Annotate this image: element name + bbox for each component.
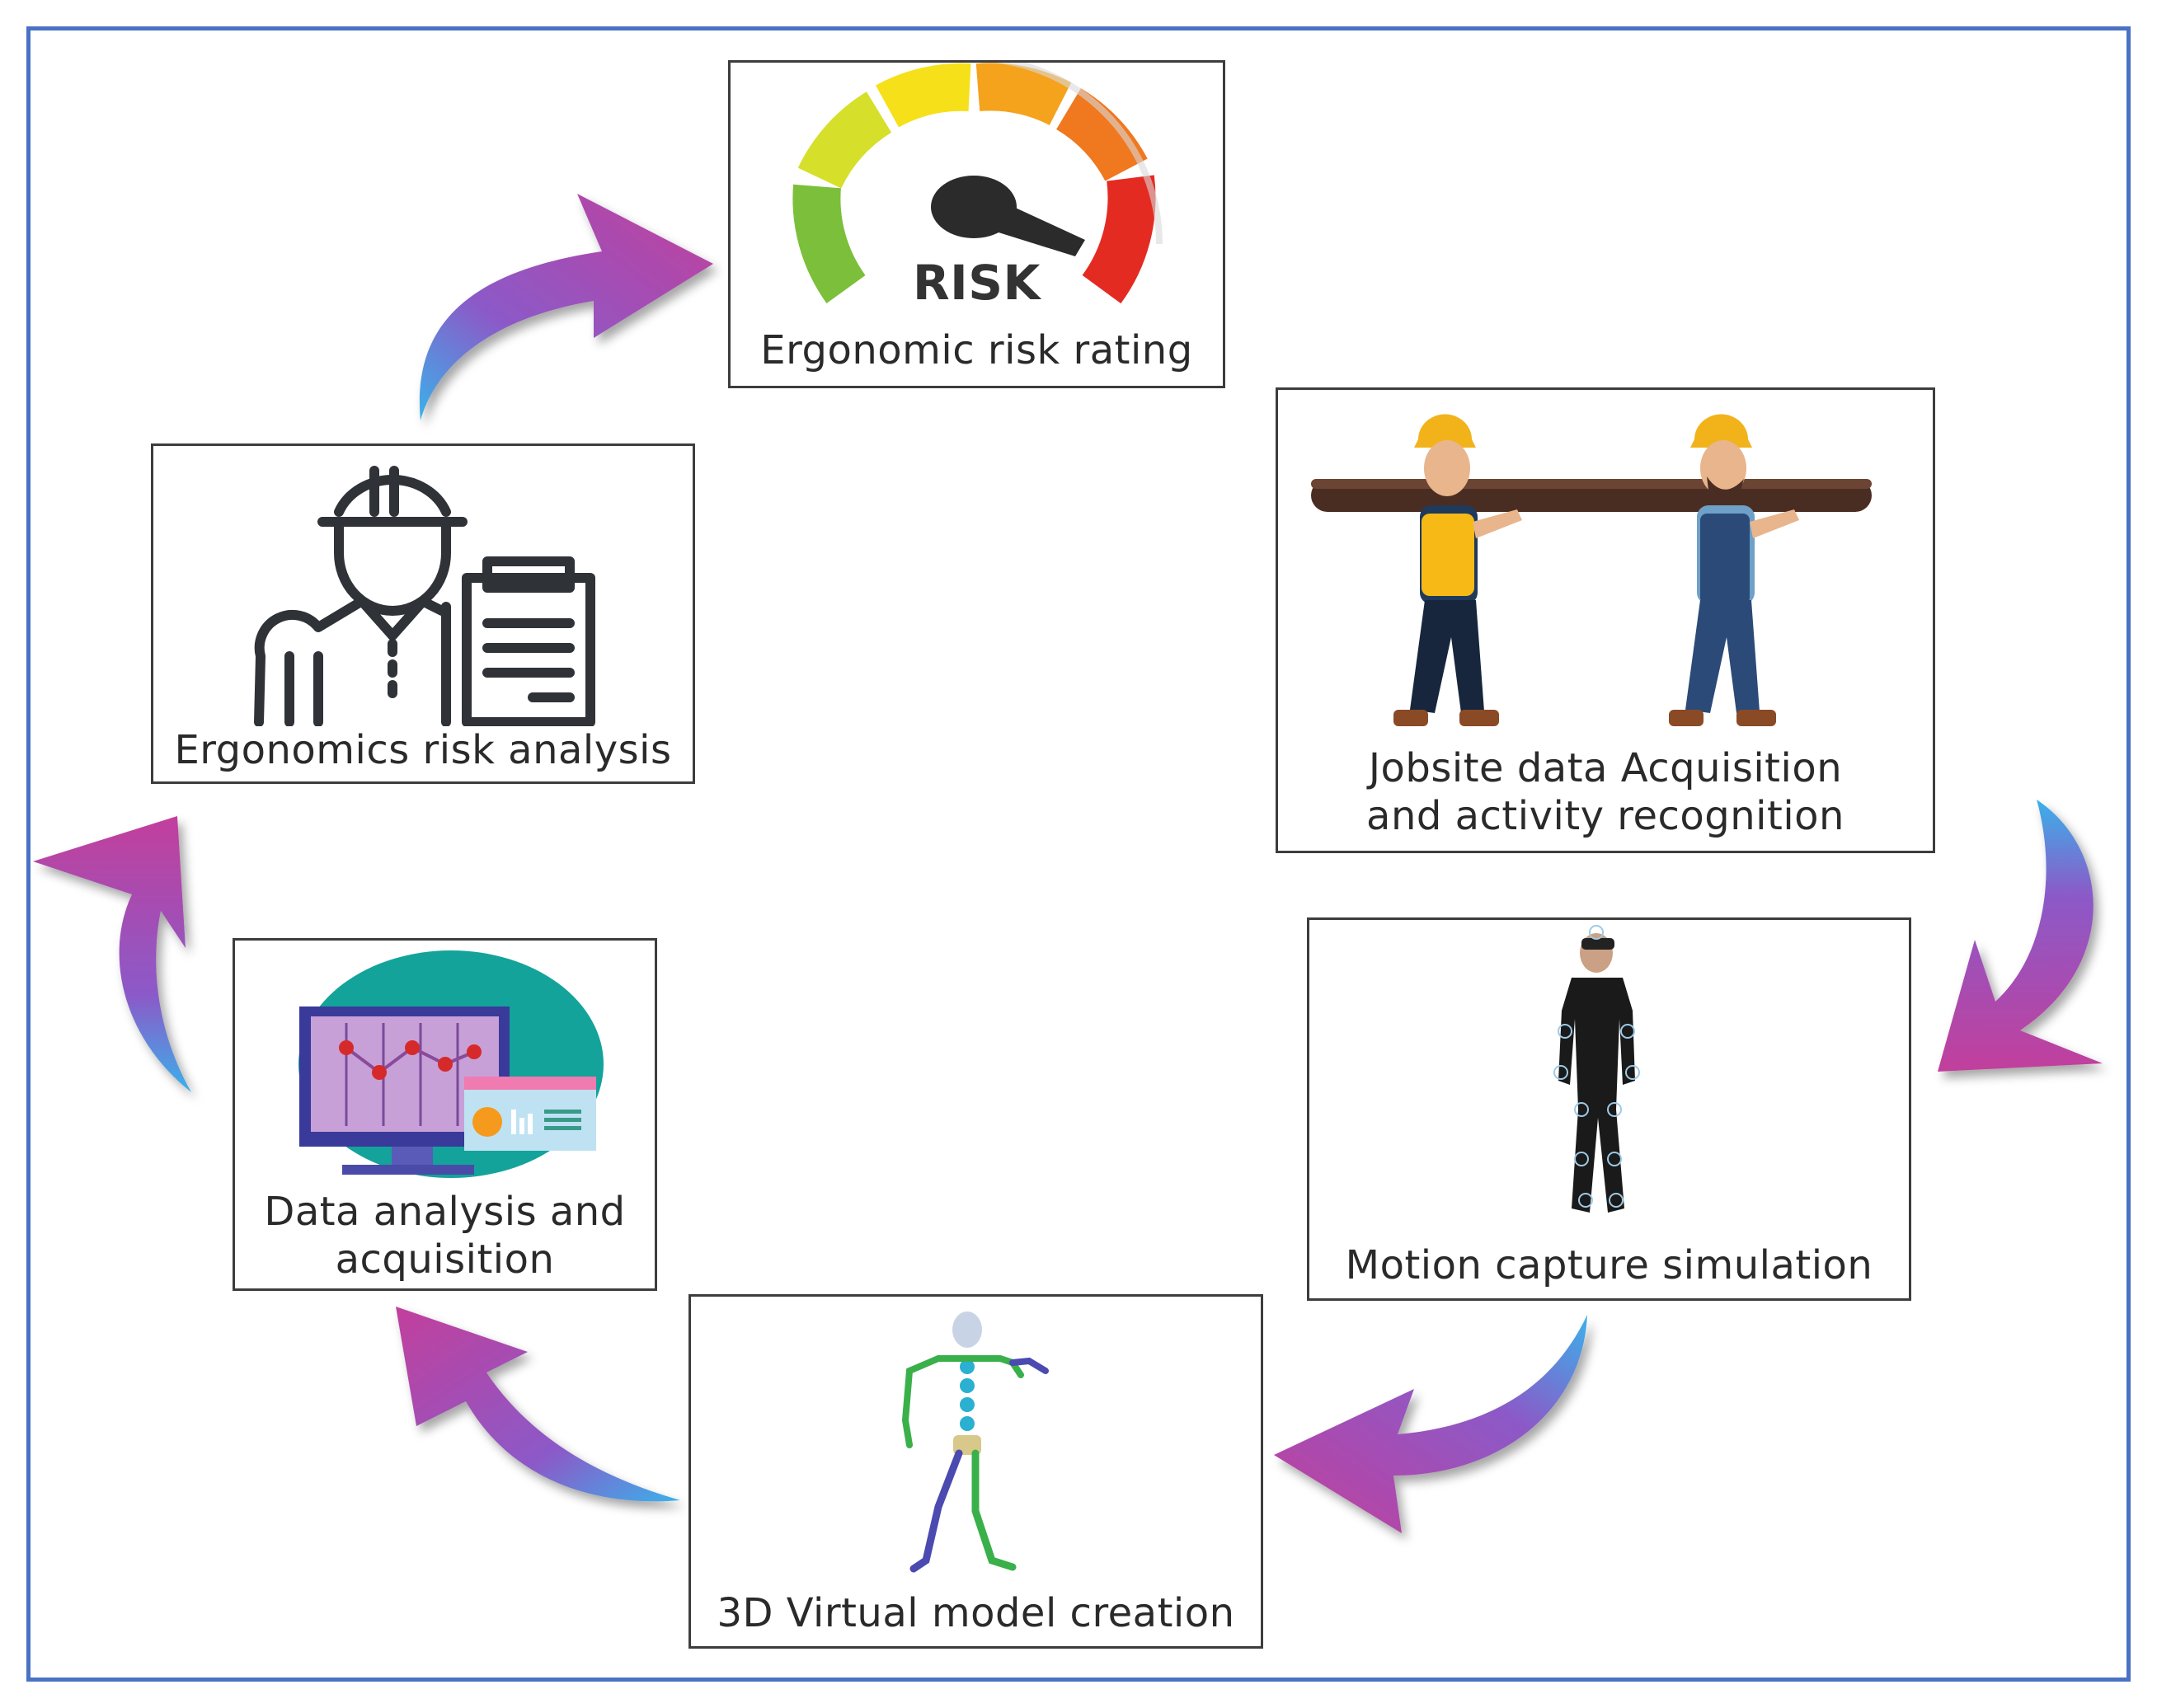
data-analysis-label: Data analysis and acquisition <box>235 1188 655 1283</box>
jobsite-label: Jobsite data Acquisition and activity re… <box>1278 744 1933 840</box>
mocap-suit-person-icon <box>1553 925 1640 1213</box>
step-risk-rating: RISK Ergonomic risk rating <box>728 60 1225 388</box>
step-data-analysis: Data analysis and acquisition <box>233 938 657 1291</box>
cycle-arrow-icon <box>419 194 713 420</box>
step-risk-analysis: Ergonomics risk analysis <box>151 443 695 784</box>
virtual-model-label: 3D Virtual model creation <box>717 1590 1235 1636</box>
cycle-arrow-icon <box>1938 800 2103 1072</box>
monitor-chart-icon <box>298 950 604 1178</box>
step-virtual-model: 3D Virtual model creation <box>688 1294 1263 1649</box>
workers-carrying-log-icon <box>1311 414 1872 726</box>
cycle-arrow-icon <box>1274 1315 1587 1533</box>
cycle-arrow-icon <box>33 816 191 1092</box>
skeleton-model-icon <box>901 1312 1049 1573</box>
motion-capture-label: Motion capture simulation <box>1345 1242 1873 1288</box>
risk-analysis-label: Ergonomics risk analysis <box>174 727 672 773</box>
gauge-risk-text: RISK <box>913 255 1041 311</box>
data-analysis-label-line1: Data analysis and <box>264 1189 626 1235</box>
jobsite-label-line2: and activity recognition <box>1366 793 1844 839</box>
risk-rating-label: Ergonomic risk rating <box>760 327 1193 373</box>
jobsite-label-line1: Jobsite data Acquisition <box>1368 745 1843 791</box>
data-analysis-label-line2: acquisition <box>335 1236 555 1283</box>
gauge-icon <box>792 63 1163 304</box>
engineer-clipboard-icon <box>254 466 595 726</box>
step-jobsite-acquisition: Jobsite data Acquisition and activity re… <box>1276 387 1935 853</box>
step-motion-capture: Motion capture simulation <box>1307 917 1911 1301</box>
cycle-arrow-icon <box>396 1307 680 1502</box>
